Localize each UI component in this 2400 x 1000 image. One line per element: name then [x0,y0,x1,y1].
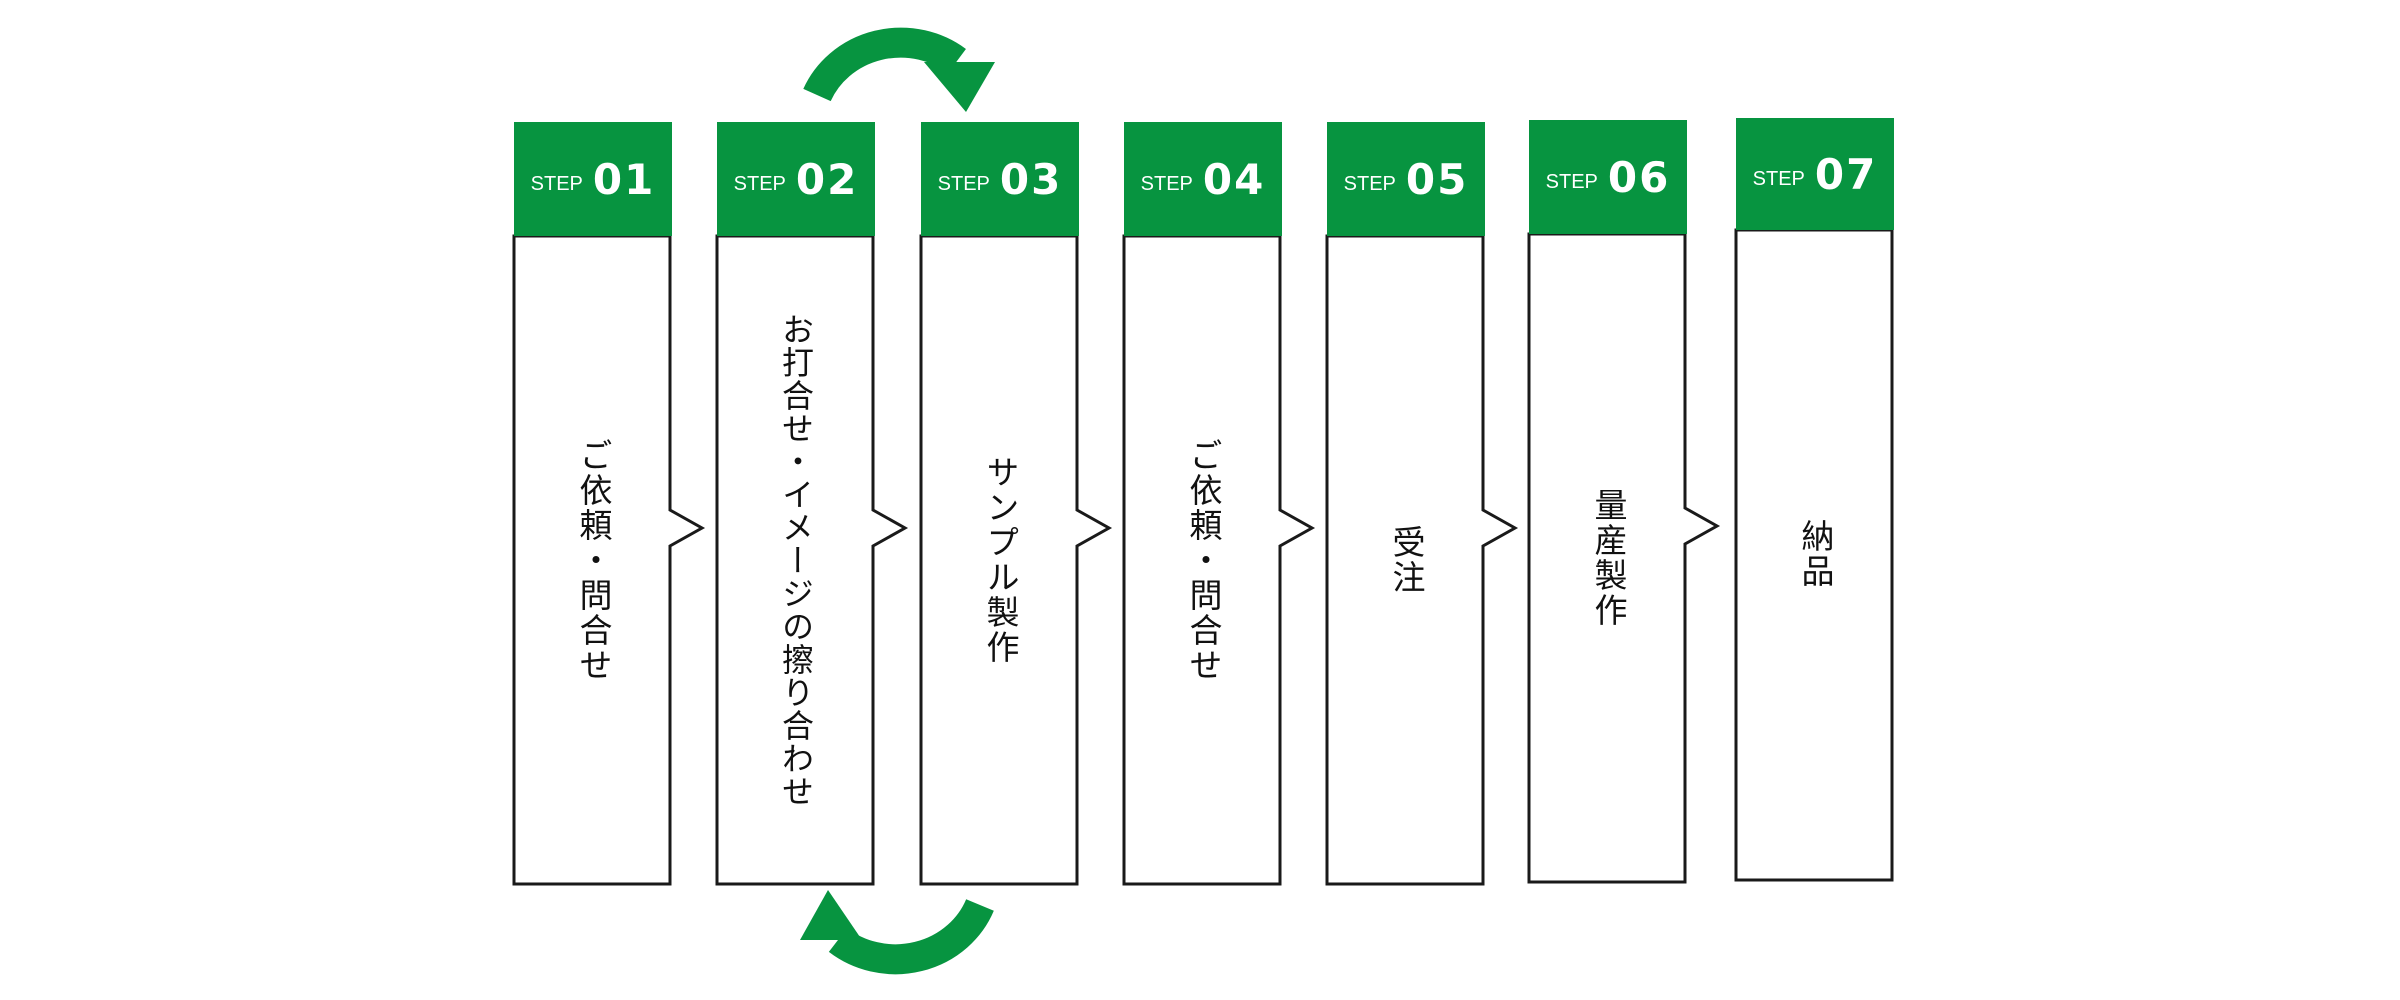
step-number: 01 [592,154,656,204]
step-number: 04 [1202,154,1266,204]
step-header-03: STEP 03 [921,122,1079,236]
step-label-03: サンプル製作 [981,455,1020,665]
step-label-07: 納品 [1796,519,1835,589]
step-prefix: STEP [1140,172,1193,195]
step-prefix: STEP [733,172,786,195]
step-prefix: STEP [1752,167,1805,190]
step-header-06: STEP 06 [1529,120,1687,234]
loop-arrow-forward-icon [803,27,995,112]
loop-arrow-back-icon [800,890,994,975]
step-header-01: STEP 01 [514,122,672,236]
step-box-01 [512,234,706,886]
step-box-05 [1325,234,1519,886]
step-box-06 [1527,232,1721,884]
step-prefix: STEP [1545,170,1598,193]
step-label-01: ご依頼・問合せ [574,437,613,683]
step-header-05: STEP 05 [1327,122,1485,236]
step-number: 07 [1814,149,1878,199]
step-box-07 [1734,228,1894,882]
step-prefix: STEP [937,172,990,195]
step-prefix: STEP [1343,172,1396,195]
step-header-07: STEP 07 [1736,118,1894,230]
step-box-03 [919,234,1113,886]
step-label-06: 量産製作 [1589,488,1628,628]
step-label-02: お打合せ・イメージの擦り合わせ [777,312,815,808]
step-label-05: 受注 [1387,525,1426,595]
step-header-02: STEP 02 [717,122,875,236]
step-prefix: STEP [530,172,583,195]
step-number: 03 [999,154,1063,204]
step-number: 05 [1405,154,1469,204]
step-box-04 [1122,234,1316,886]
step-header-04: STEP 04 [1124,122,1282,236]
step-number: 02 [795,154,859,204]
step-number: 06 [1607,152,1671,202]
step-box-02 [715,234,909,886]
step-label-04: ご依頼・問合せ [1184,437,1223,683]
